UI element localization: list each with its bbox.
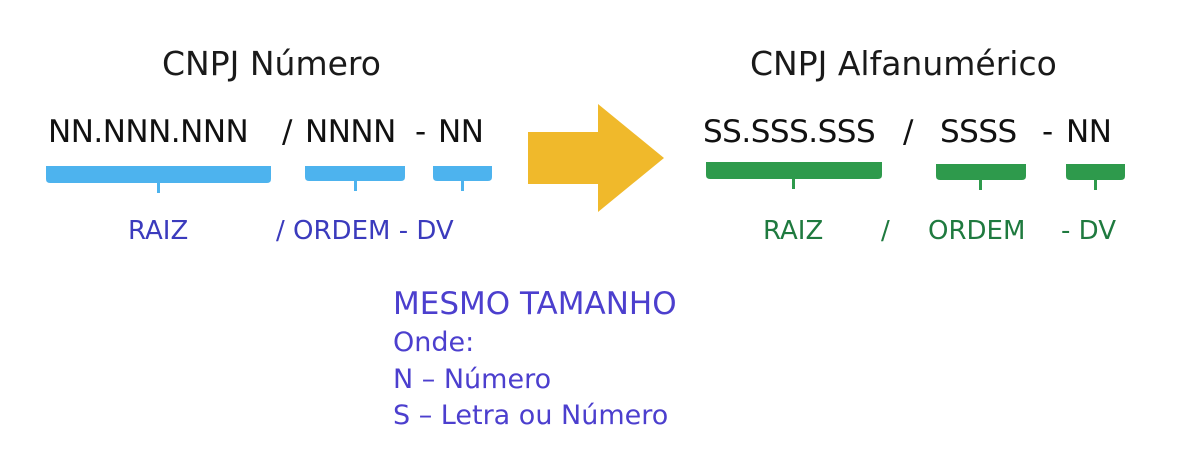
numeric-raiz-bracket (46, 166, 271, 193)
alpha-dv-bracket (1066, 164, 1125, 190)
alpha-separator-slash: / (903, 114, 913, 150)
alpha-ordem-format: SSSS (940, 114, 1017, 150)
alphanumeric-cnpj-title: CNPJ Alfanumérico (750, 44, 1057, 83)
alpha-dv-format: NN (1066, 114, 1112, 150)
alpha-raiz-bracket (706, 162, 882, 189)
numeric-ordem-bracket (305, 166, 405, 191)
note-line-where: Onde: (393, 327, 475, 358)
numeric-cnpj-title: CNPJ Número (162, 44, 381, 83)
numeric-separator-dash: - (415, 114, 426, 150)
alpha-ordem-bracket (936, 164, 1026, 190)
numeric-dv-bracket (433, 166, 492, 191)
numeric-ordem-format: NNNN (305, 114, 396, 150)
note-line-s-letter-or-number: S – Letra ou Número (393, 400, 669, 431)
numeric-ordem-dv-label: / ORDEM - DV (276, 216, 454, 246)
alpha-dv-label: - DV (1061, 216, 1116, 246)
numeric-separator-slash: / (282, 114, 292, 150)
alpha-raiz-format: SS.SSS.SSS (703, 114, 876, 150)
alpha-separator-label: / (881, 216, 890, 246)
numeric-raiz-format: NN.NNN.NNN (48, 114, 249, 150)
same-size-heading: MESMO TAMANHO (393, 286, 677, 322)
note-line-n-number: N – Número (393, 364, 552, 395)
numeric-raiz-label: RAIZ (128, 216, 189, 246)
alpha-ordem-label: ORDEM (928, 216, 1026, 246)
alpha-raiz-label: RAIZ (763, 216, 824, 246)
transition-arrow (528, 104, 664, 212)
numeric-dv-format: NN (438, 114, 484, 150)
alpha-separator-dash: - (1042, 114, 1053, 150)
